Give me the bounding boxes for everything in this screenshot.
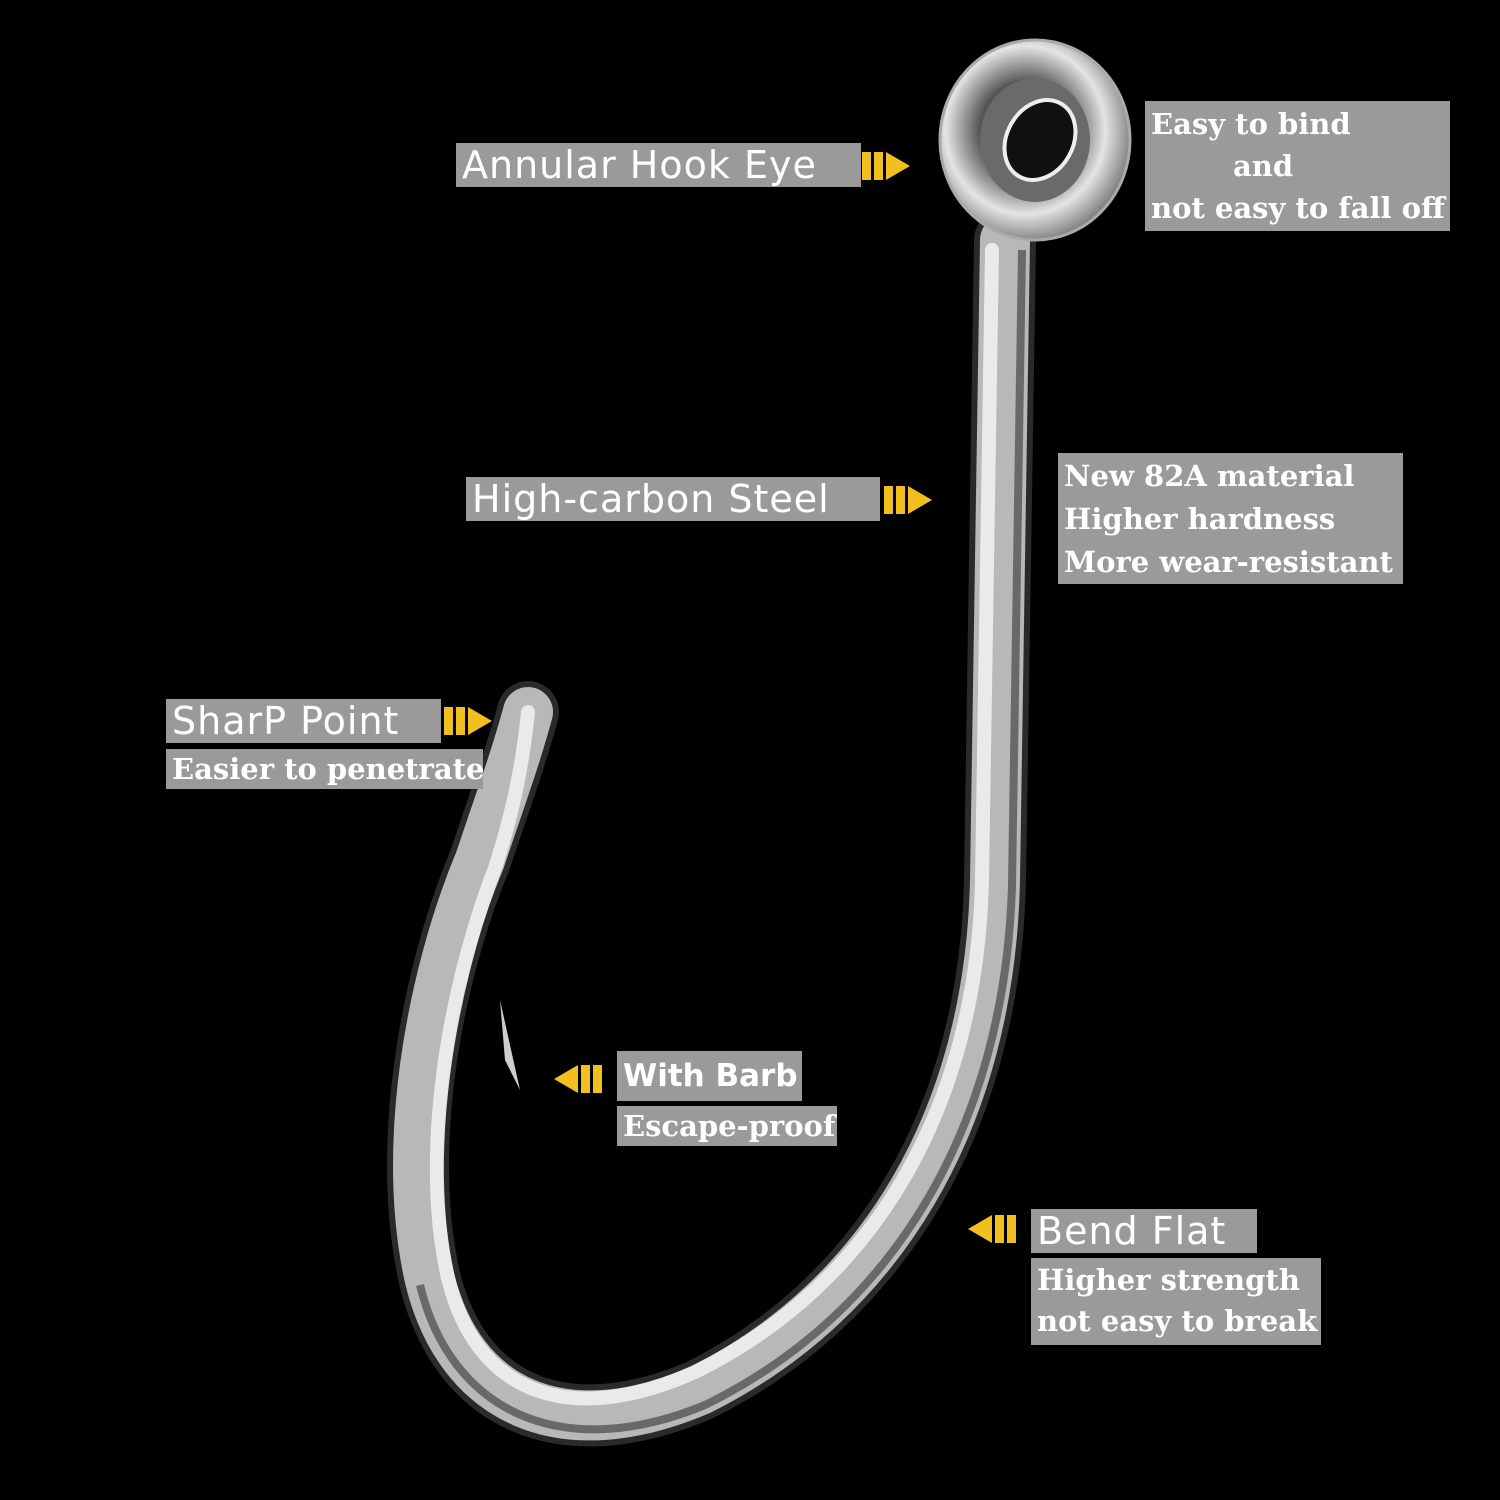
callout-desc-hook-eye: Easy to bind and not easy to fall off: [1145, 101, 1450, 231]
desc-line: New 82A material: [1064, 459, 1355, 493]
arrow-left-icon: [968, 1215, 1019, 1243]
callout-title-barb: With Barb: [617, 1051, 802, 1101]
barb-shape: [500, 1000, 520, 1090]
desc-line: and: [1233, 149, 1294, 183]
callout-title-steel: High-carbon Steel: [466, 477, 880, 521]
desc-line: Escape-proof: [623, 1109, 836, 1143]
sharp-point-title-text: SharP Point: [172, 699, 400, 743]
arrow-right-icon: [862, 152, 910, 180]
desc-line: Higher strength: [1037, 1263, 1300, 1297]
desc-line: Easier to penetrate: [172, 752, 485, 786]
callout-title-hook-eye: Annular Hook Eye: [456, 143, 861, 187]
hook-eye: [938, 38, 1132, 242]
desc-line: More wear-resistant: [1064, 545, 1393, 579]
hook-body: [387, 209, 1036, 1447]
desc-line: not easy to fall off: [1151, 191, 1445, 225]
desc-line: not easy to break: [1037, 1304, 1318, 1338]
callout-title-bend-flat: Bend Flat: [1031, 1209, 1257, 1253]
callout-desc-steel: New 82A material Higher hardness More we…: [1058, 453, 1403, 584]
barb-title-text: With Barb: [623, 1058, 798, 1094]
callout-desc-bend-flat: Higher strength not easy to break: [1031, 1258, 1321, 1345]
steel-title-text: High-carbon Steel: [472, 477, 830, 521]
arrow-right-icon: [444, 707, 492, 735]
callout-desc-barb: Escape-proof: [617, 1106, 837, 1146]
desc-line: Easy to bind: [1151, 107, 1351, 141]
hook-eye-title-text: Annular Hook Eye: [462, 143, 817, 187]
arrow-right-icon: [884, 486, 932, 514]
arrow-left-icon: [554, 1065, 605, 1093]
bend-flat-title-text: Bend Flat: [1037, 1209, 1227, 1253]
callout-title-sharp-point: SharP Point: [166, 699, 441, 743]
callout-desc-sharp-point: Easier to penetrate: [166, 749, 485, 789]
desc-line: Higher hardness: [1064, 502, 1336, 536]
